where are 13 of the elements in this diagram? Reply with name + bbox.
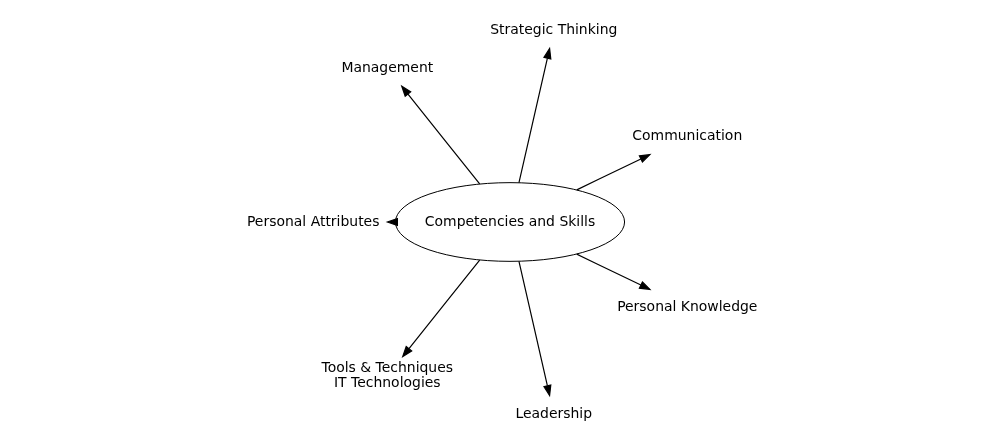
node-text: Strategic Thinking xyxy=(489,20,617,37)
node-text: Communication xyxy=(631,127,742,144)
arrow xyxy=(517,260,551,398)
node-text: Personal Attributes xyxy=(246,212,379,229)
arrow xyxy=(401,259,480,358)
node-text: Leadership xyxy=(514,404,592,421)
arrow xyxy=(575,253,651,291)
node-text: Tools & Techniques IT Technologies xyxy=(321,359,453,391)
arrow xyxy=(517,46,551,184)
node-text: Personal Knowledge xyxy=(616,298,757,315)
arrow xyxy=(400,84,480,185)
arrow xyxy=(575,153,651,191)
node-text: Management xyxy=(340,58,433,75)
